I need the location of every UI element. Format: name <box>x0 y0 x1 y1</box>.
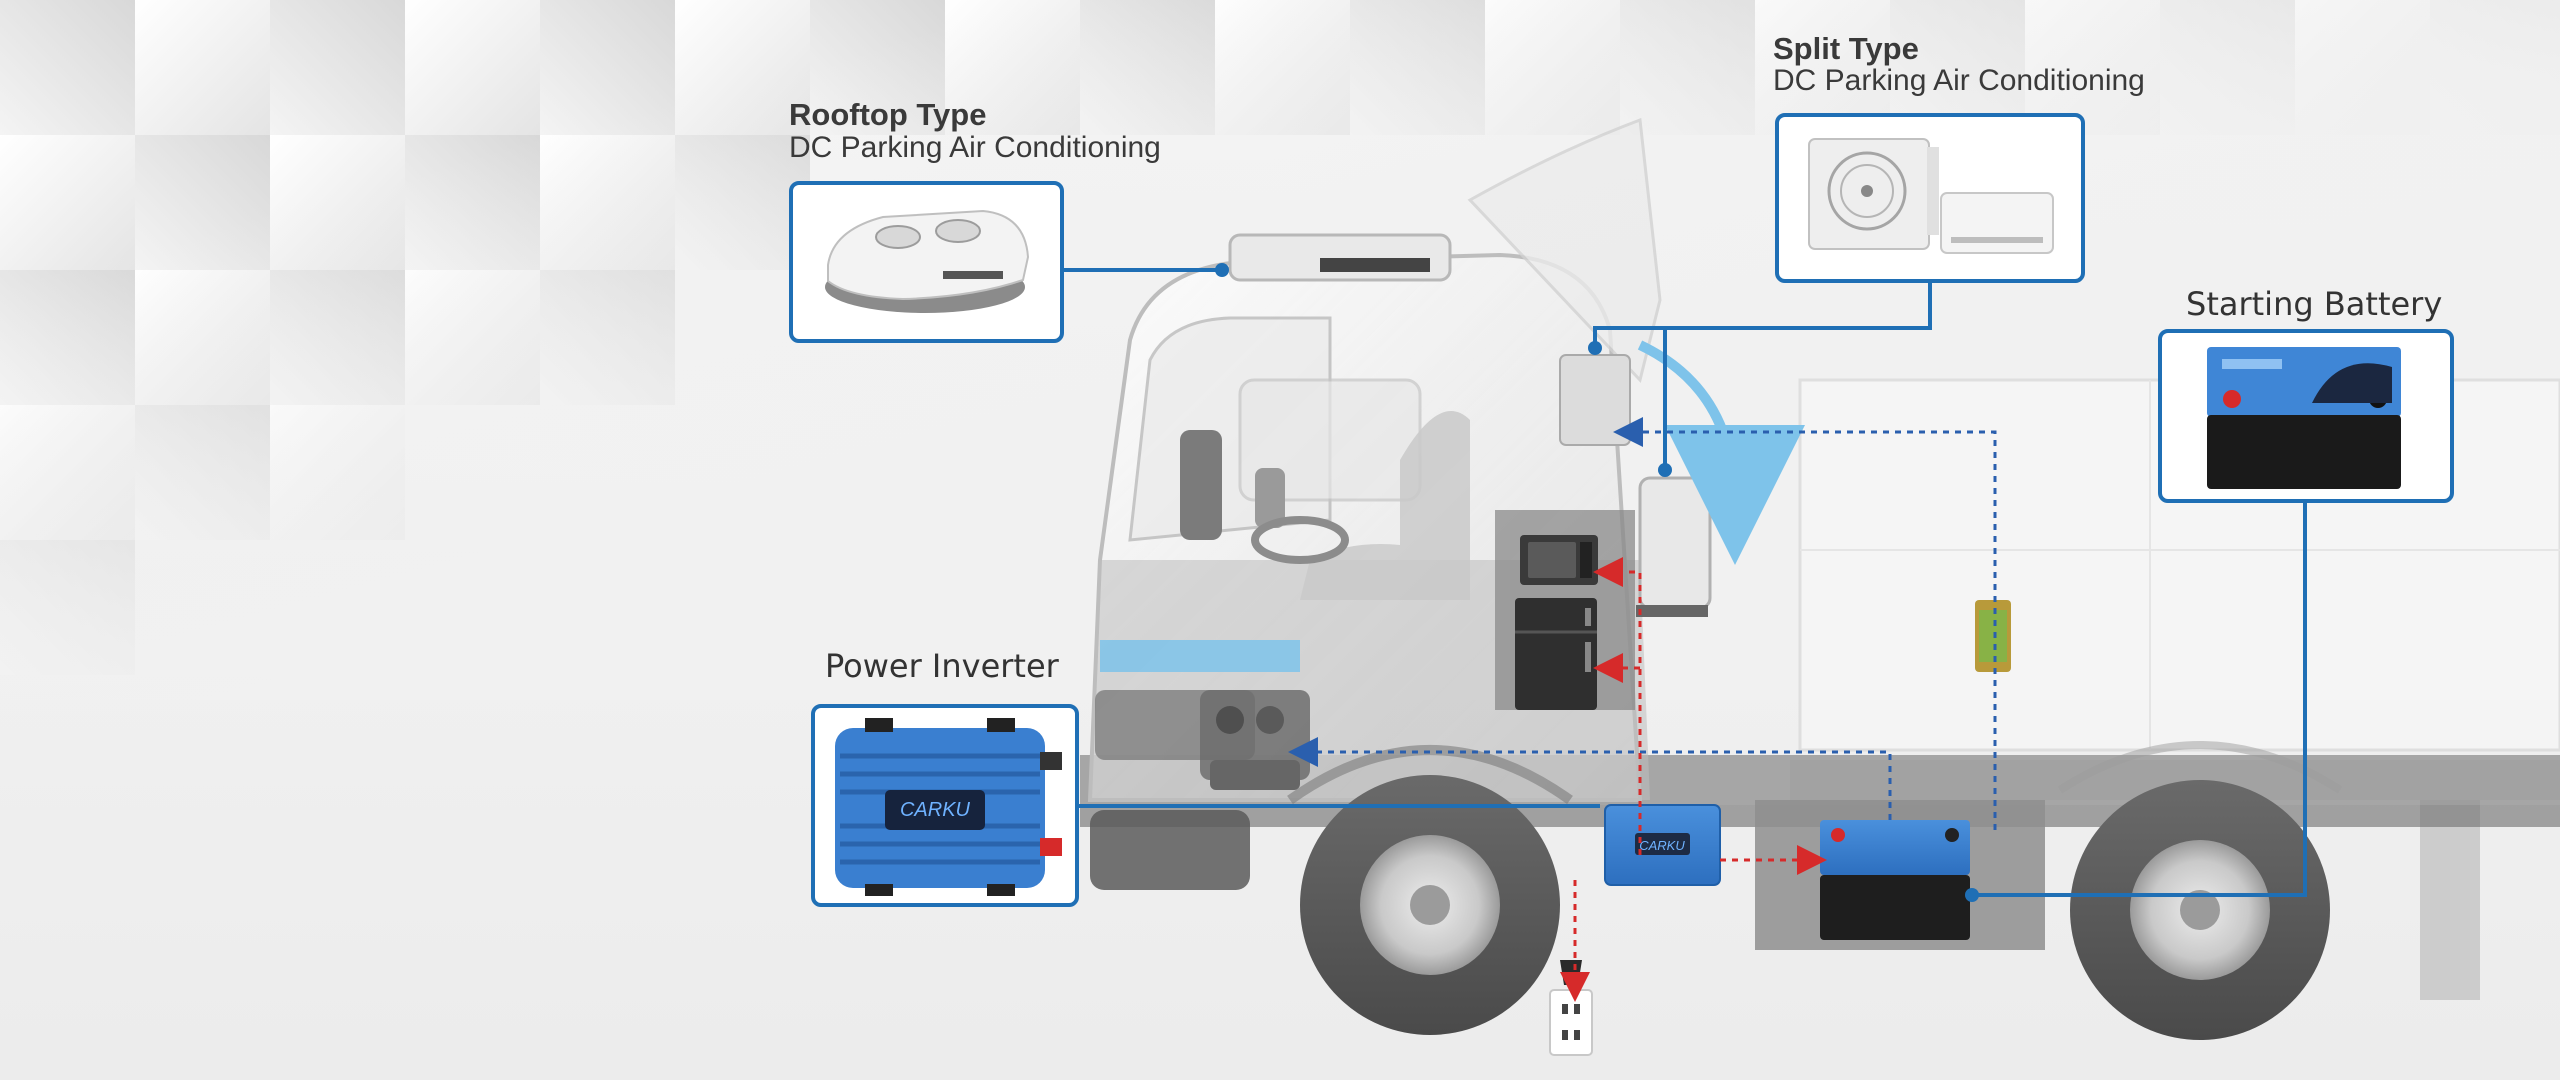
airflow-arrow <box>1637 340 1805 565</box>
starting-battery-box <box>2158 329 2454 503</box>
dc-converter-icon <box>1975 600 2011 672</box>
connector-dot <box>1965 888 1979 902</box>
rooftop-ac-on-truck <box>1228 233 1452 282</box>
power-inverter-label: Power Inverter <box>825 647 1059 685</box>
chassis-battery <box>1820 820 1970 940</box>
power-outlet-icon <box>1549 960 1593 1056</box>
connector-dot <box>1215 263 1229 277</box>
rooftop-ac-icon <box>825 209 1030 313</box>
split-outdoor-unit <box>1636 476 1712 617</box>
split-ac-box <box>1775 113 2085 283</box>
starting-battery-label: Starting Battery <box>2186 285 2443 323</box>
battery-icon <box>2207 347 2401 489</box>
front-wheel <box>1300 775 1560 1035</box>
split-subtitle: DC Parking Air Conditioning <box>1773 64 2145 97</box>
rooftop-ac-box <box>789 181 1064 343</box>
split-indoor-unit <box>1559 354 1631 446</box>
small-inverter-logo: CARKU <box>1639 838 1685 853</box>
ac-flow-lines <box>1560 557 1827 1002</box>
connector-dot <box>1588 341 1602 355</box>
split-title: Split Type <box>1773 31 1919 66</box>
rear-wheel <box>2070 780 2330 1040</box>
connector-dot <box>1658 463 1672 477</box>
inverter-icon: CARKU <box>835 718 1062 896</box>
power-inverter-box: CARKU <box>811 704 1079 907</box>
rooftop-title: Rooftop Type <box>789 97 987 132</box>
split-ac-icon <box>1808 138 2054 254</box>
rooftop-subtitle: DC Parking Air Conditioning <box>789 131 1161 164</box>
fridge-icon <box>1515 598 1597 710</box>
dc-flow-lines <box>1288 417 1997 830</box>
microwave-icon <box>1520 535 1598 585</box>
engine-icon <box>1200 690 1310 790</box>
airflow-duct <box>1100 640 1300 672</box>
connector-lines <box>1062 268 2307 897</box>
chassis-inverter: CARKU <box>1604 804 1721 886</box>
inverter-logo: CARKU <box>900 799 971 821</box>
